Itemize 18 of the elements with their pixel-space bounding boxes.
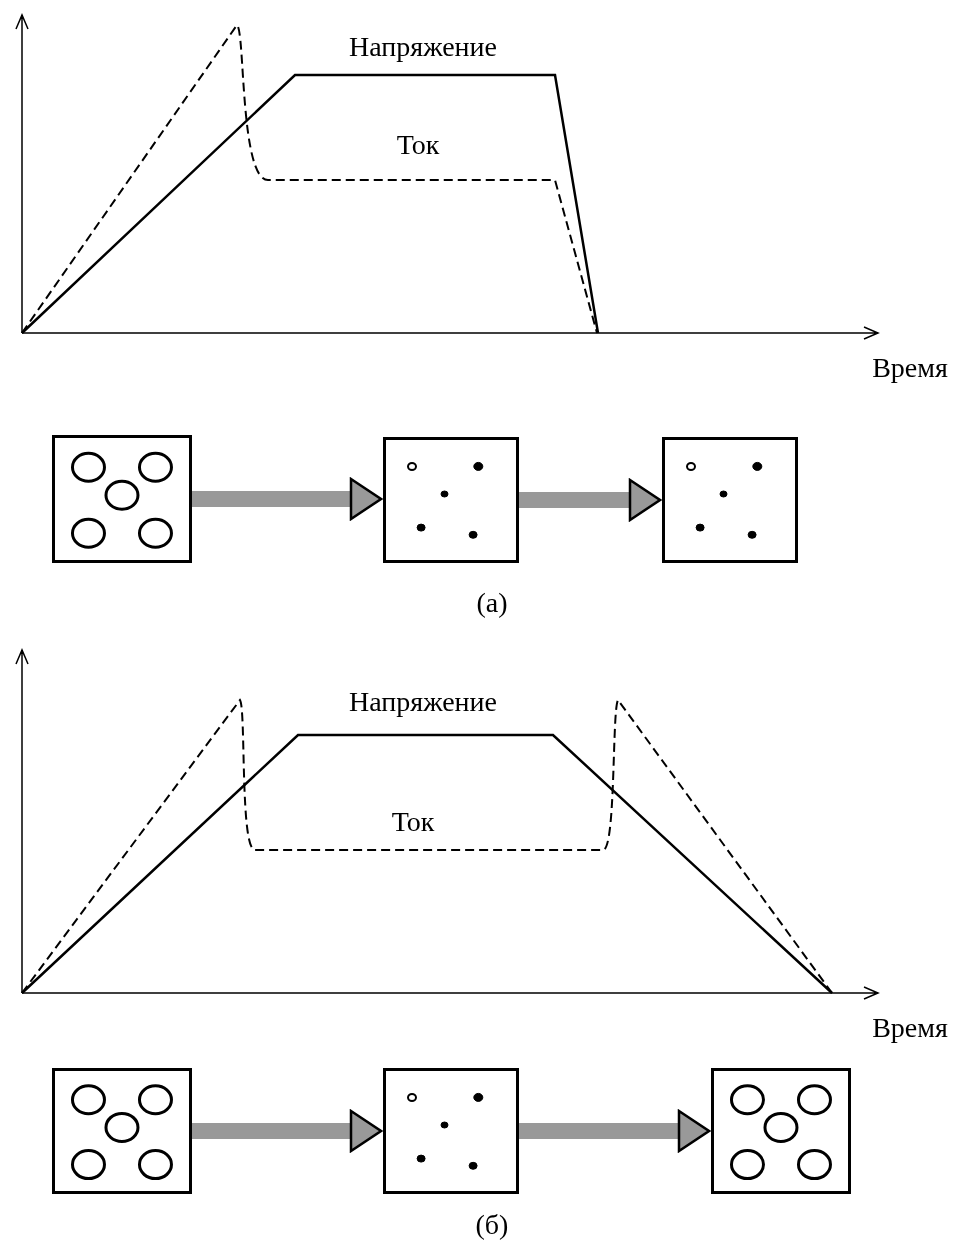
sample-square xyxy=(711,1068,851,1194)
sample-square xyxy=(383,1068,519,1194)
block-arrow xyxy=(519,1109,711,1153)
sample-square xyxy=(383,437,519,563)
voltage-label: Напряжение xyxy=(349,686,497,718)
figure-caption: (а) xyxy=(476,587,508,619)
time-axis-label: Время xyxy=(872,1012,948,1044)
figure-caption: (б) xyxy=(475,1209,509,1241)
block-arrow xyxy=(192,477,383,521)
current-label: Ток xyxy=(391,806,435,838)
sample-square xyxy=(52,1068,192,1194)
sample-square xyxy=(662,437,798,563)
time-axis-label: Время xyxy=(872,352,948,384)
block-arrow xyxy=(192,1109,383,1153)
block-arrow xyxy=(519,478,662,522)
voltage-label: Напряжение xyxy=(349,31,497,63)
sample-square xyxy=(52,435,192,563)
current-label: Ток xyxy=(396,129,440,161)
